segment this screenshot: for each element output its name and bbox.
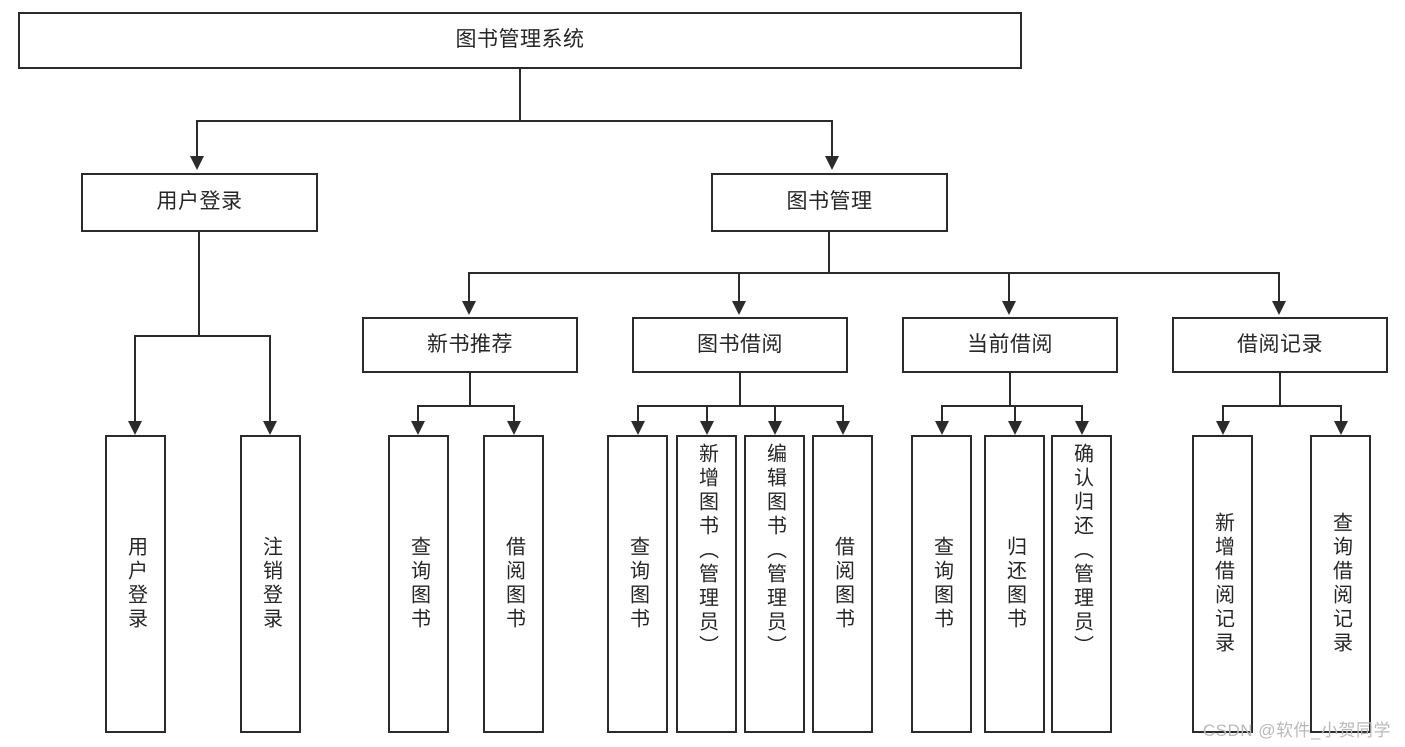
arrowhead-leaf-query-book-2 xyxy=(631,421,645,435)
connector-user-login-child-2 xyxy=(269,335,271,421)
connector-book-borrow-bus xyxy=(637,405,843,407)
arrowhead-leaf-logout xyxy=(263,421,277,435)
leaf-query-book-borrow[interactable]: 查询图书 xyxy=(607,435,668,733)
connector-current-borrow-child-3 xyxy=(1081,405,1083,421)
arrowhead-borrow-record xyxy=(1272,301,1286,315)
leaf-label: 查询图书 xyxy=(407,536,430,632)
leaf-edit-book-admin[interactable]: 编辑图书（管理员） xyxy=(744,435,805,733)
connector-user-login-bus xyxy=(134,335,270,337)
connector-new-book-bus xyxy=(417,405,513,407)
leaf-label: 用户登录 xyxy=(124,536,147,632)
leaf-label: 编辑图书（管理员） xyxy=(763,443,786,659)
node-user-login[interactable]: 用户登录 xyxy=(81,173,318,232)
arrowhead-leaf-edit-book xyxy=(768,421,782,435)
arrowhead-leaf-borrow-book-1 xyxy=(507,421,521,435)
connector-book-borrow-child-2 xyxy=(706,405,708,421)
arrowhead-leaf-query-book-1 xyxy=(411,421,425,435)
arrowhead-leaf-user-login xyxy=(128,421,142,435)
leaf-label: 新增借阅记录 xyxy=(1211,512,1234,656)
arrowhead-user-login xyxy=(190,156,204,170)
connector-to-current-borrow xyxy=(1008,272,1010,301)
connector-book-borrow-stem xyxy=(739,373,741,405)
connector-borrow-record-stem xyxy=(1279,373,1281,405)
leaf-label: 借阅图书 xyxy=(502,536,525,632)
node-book-borrow[interactable]: 图书借阅 xyxy=(632,317,848,373)
node-label: 用户登录 xyxy=(156,190,243,214)
arrowhead-new-book xyxy=(462,301,476,315)
node-borrow-record[interactable]: 借阅记录 xyxy=(1172,317,1388,373)
arrowhead-leaf-borrow-book-2 xyxy=(836,421,850,435)
leaf-add-book-admin[interactable]: 新增图书（管理员） xyxy=(676,435,737,733)
connector-to-new-book xyxy=(468,272,470,301)
arrowhead-leaf-confirm-return xyxy=(1075,421,1089,435)
leaf-label: 查询图书 xyxy=(930,536,953,632)
leaf-label: 确认归还（管理员） xyxy=(1070,443,1093,659)
leaf-confirm-return-admin[interactable]: 确认归还（管理员） xyxy=(1051,435,1112,733)
connector-book-borrow-child-1 xyxy=(637,405,639,421)
connector-borrow-record-bus xyxy=(1222,405,1341,407)
connector-book-manage-stem xyxy=(828,232,830,272)
node-label: 当前借阅 xyxy=(967,332,1053,356)
node-label: 图书借阅 xyxy=(697,332,783,356)
arrowhead-leaf-query-record xyxy=(1334,421,1348,435)
connector-new-book-child-1 xyxy=(417,405,419,421)
arrowhead-leaf-add-record xyxy=(1216,421,1230,435)
connector-root-bus xyxy=(196,120,833,122)
leaf-borrow-book[interactable]: 借阅图书 xyxy=(812,435,873,733)
arrowhead-current-borrow xyxy=(1002,301,1016,315)
connector-new-book-child-2 xyxy=(513,405,515,421)
leaf-label: 注销登录 xyxy=(259,536,282,632)
leaf-label: 归还图书 xyxy=(1003,536,1026,632)
arrowhead-leaf-query-book-3 xyxy=(935,421,949,435)
connector-to-book-borrow xyxy=(738,272,740,301)
connector-current-borrow-child-2 xyxy=(1014,405,1016,421)
arrowhead-leaf-add-book xyxy=(700,421,714,435)
arrowhead-book-borrow xyxy=(732,301,746,315)
connector-user-login-child-1 xyxy=(134,335,136,421)
leaf-label: 查询借阅记录 xyxy=(1329,512,1352,656)
leaf-user-login[interactable]: 用户登录 xyxy=(105,435,166,733)
connector-root-to-book-manage xyxy=(831,120,833,156)
leaf-query-book-current[interactable]: 查询图书 xyxy=(911,435,972,733)
leaf-return-book[interactable]: 归还图书 xyxy=(984,435,1045,733)
node-label: 图书管理系统 xyxy=(455,28,585,52)
connector-book-borrow-child-4 xyxy=(842,405,844,421)
connector-to-borrow-record xyxy=(1278,272,1280,301)
node-root-system[interactable]: 图书管理系统 xyxy=(18,12,1022,69)
node-label: 借阅记录 xyxy=(1237,332,1323,356)
arrowhead-leaf-return-book xyxy=(1008,421,1022,435)
node-label: 图书管理 xyxy=(786,190,873,214)
connector-user-login-stem xyxy=(198,232,200,335)
leaf-label: 查询图书 xyxy=(626,536,649,632)
leaf-query-book-recommend[interactable]: 查询图书 xyxy=(388,435,449,733)
connector-current-borrow-child-1 xyxy=(941,405,943,421)
connector-root-stem xyxy=(519,69,521,120)
leaf-add-borrow-record[interactable]: 新增借阅记录 xyxy=(1192,435,1253,733)
node-label: 新书推荐 xyxy=(427,332,513,356)
connector-current-borrow-bus xyxy=(941,405,1081,407)
connector-new-book-stem xyxy=(469,373,471,405)
connector-book-borrow-child-3 xyxy=(774,405,776,421)
node-current-borrow[interactable]: 当前借阅 xyxy=(902,317,1118,373)
leaf-query-borrow-record[interactable]: 查询借阅记录 xyxy=(1310,435,1371,733)
connector-borrow-record-child-1 xyxy=(1222,405,1224,421)
arrowhead-book-manage xyxy=(825,156,839,170)
connector-root-to-user-login xyxy=(196,120,198,156)
leaf-label: 借阅图书 xyxy=(831,536,854,632)
node-book-management[interactable]: 图书管理 xyxy=(711,173,948,232)
connector-borrow-record-child-2 xyxy=(1340,405,1342,421)
node-new-book-recommend[interactable]: 新书推荐 xyxy=(362,317,578,373)
connector-current-borrow-stem xyxy=(1009,373,1011,405)
connector-level2-bus xyxy=(468,272,1280,274)
leaf-label: 新增图书（管理员） xyxy=(695,443,718,659)
leaf-borrow-book-recommend[interactable]: 借阅图书 xyxy=(483,435,544,733)
leaf-logout[interactable]: 注销登录 xyxy=(240,435,301,733)
